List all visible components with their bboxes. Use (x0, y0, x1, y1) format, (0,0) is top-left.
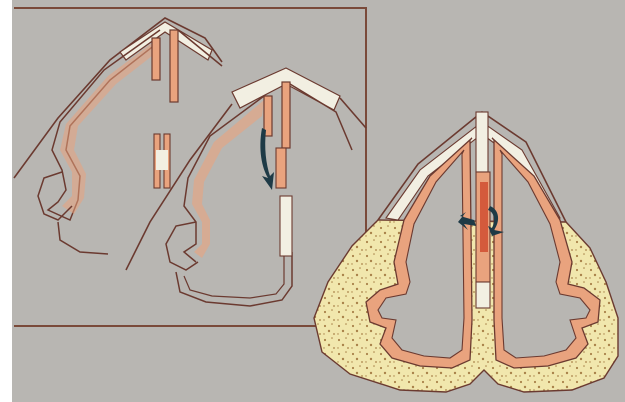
stage-3-septum-bleed (480, 182, 488, 252)
stage-1-septum-upper-right (170, 30, 178, 102)
stage-2-septum-lower (280, 196, 292, 256)
left-border-strip (0, 0, 12, 402)
stage-2-septum-mid (276, 148, 286, 188)
stage-1-septum-gap (156, 150, 168, 170)
stage-1-septum-upper-left (152, 38, 160, 80)
stage-3-septum-lower (476, 282, 490, 308)
stage-2-septum-upper-right (282, 82, 290, 148)
stage-3-septum-cartilage (476, 112, 488, 172)
